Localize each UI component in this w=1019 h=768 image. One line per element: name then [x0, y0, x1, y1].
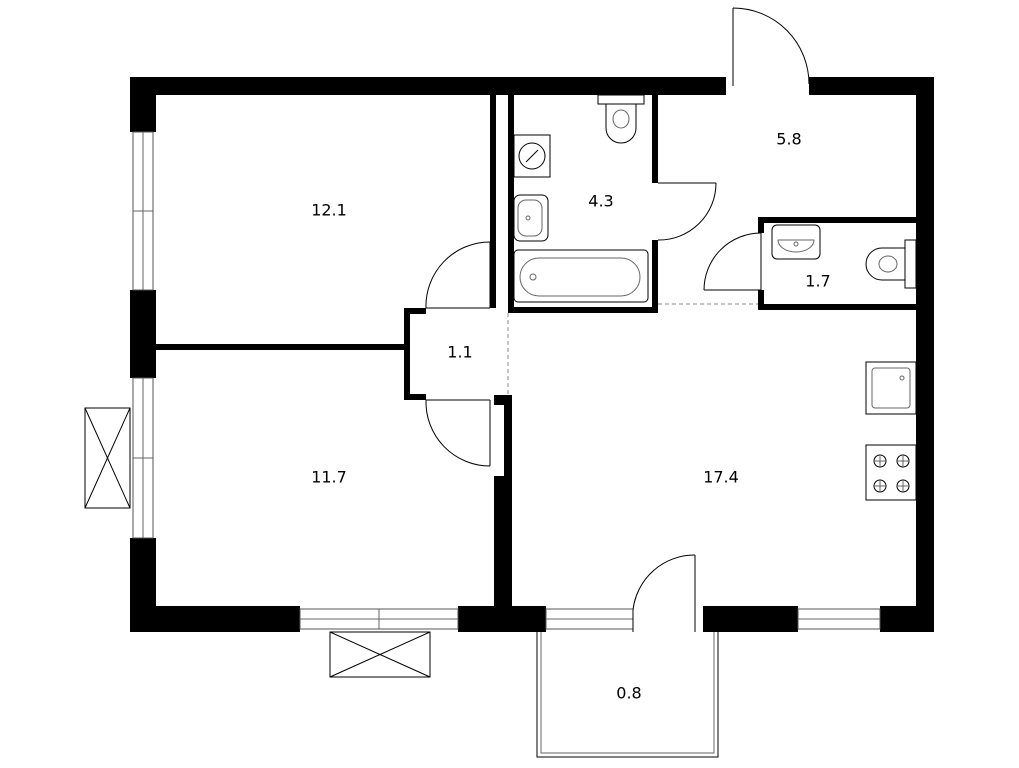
wall-kitchen-left-mid — [504, 395, 512, 485]
wall-inner-hall-bottom-stub — [404, 394, 426, 400]
room-area-bathroom: 4.3 — [588, 192, 613, 211]
toilet-sink-icon — [771, 224, 821, 260]
room-area-kitchen-living: 17.4 — [703, 468, 739, 487]
wall-top-right — [809, 77, 934, 95]
window-bottom-bedroom — [299, 608, 459, 630]
window-left-lower — [132, 377, 154, 539]
wall-between-bedrooms — [156, 344, 408, 350]
room-area-bedroom-lower: 11.7 — [311, 468, 347, 487]
room-area-inner-hall: 1.1 — [447, 343, 472, 362]
wall-toilet-left-lower — [758, 290, 764, 310]
air-conditioner-unit-bottom — [329, 631, 431, 678]
wall-toilet-bottom — [758, 304, 916, 310]
bedroom-upper-door — [425, 241, 491, 309]
wall-right — [916, 77, 934, 632]
toilet-door — [703, 232, 762, 291]
air-conditioner-unit-left — [84, 407, 131, 509]
room-area-balcony: 0.8 — [616, 684, 641, 703]
wall-bottom-2 — [458, 606, 546, 632]
wall-kitchen-left-lower — [494, 476, 512, 606]
exterior-walls — [130, 77, 934, 632]
wall-kitchen-left-stub — [494, 395, 512, 405]
wall-left-middle — [130, 290, 156, 378]
window-bottom-kitchen — [545, 608, 634, 630]
wall-inner-hall-top-stub — [404, 308, 426, 314]
wall-bath-bottom — [508, 307, 658, 313]
toilet-room-wc-icon — [865, 239, 917, 289]
balcony-door — [632, 554, 696, 632]
wall-top-left — [130, 77, 726, 95]
wall-toilet-left-stub — [758, 217, 764, 233]
wall-inner-hall-left — [404, 308, 410, 400]
wall-bath-right-upper — [652, 95, 658, 183]
wall-toilet-top — [758, 217, 916, 223]
wall-bottom-1 — [130, 606, 300, 632]
room-area-bedroom-upper: 12.1 — [311, 201, 347, 220]
wall-bottom-3 — [703, 606, 798, 632]
wall-bath-left — [508, 95, 514, 313]
window-bottom-right — [797, 608, 881, 630]
room-area-entry-hall: 5.8 — [776, 130, 801, 149]
toilet-bowl-icon — [597, 94, 645, 144]
interior-walls — [156, 95, 916, 606]
balcony-railing — [536, 632, 719, 758]
kitchen-sink-icon — [865, 361, 917, 415]
bath-sink-icon — [513, 194, 549, 242]
bedroom-lower-door — [425, 399, 491, 467]
window-left-upper — [132, 131, 154, 291]
entrance-door — [732, 7, 810, 86]
wall-left-top — [130, 77, 156, 132]
bathtub-icon — [513, 249, 649, 303]
stove-icon — [865, 444, 917, 501]
washing-machine-icon — [513, 134, 551, 178]
wall-bath-right-lower — [652, 240, 658, 313]
wall-bedroom-right-upper — [490, 95, 496, 308]
room-area-toilet: 1.7 — [805, 272, 830, 291]
bathroom-door — [657, 182, 717, 241]
wall-bottom-4 — [880, 606, 934, 632]
